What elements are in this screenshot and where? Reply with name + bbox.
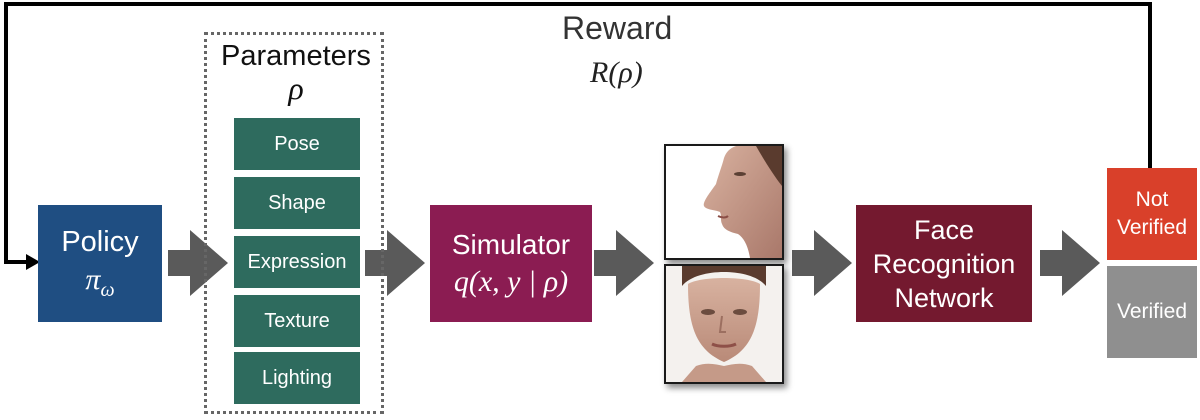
arrow-parameters-to-simulator	[365, 230, 425, 296]
arrow-simulator-to-images	[594, 230, 654, 296]
network-label-line1: Face	[913, 214, 975, 245]
param-lighting: Lighting	[234, 352, 360, 404]
parameters-container	[204, 32, 384, 414]
not-verified-line1: Not	[1135, 188, 1169, 211]
param-shape: Shape	[234, 177, 360, 229]
network-label-line2: Recognition	[872, 248, 1016, 279]
parameters-symbol: ρ	[288, 70, 304, 106]
param-texture: Texture	[234, 295, 360, 347]
parameters-title: Parameters	[221, 40, 371, 72]
arrow-images-to-network	[792, 230, 852, 296]
simulator-formula: q(x, y | ρ)	[453, 264, 569, 298]
policy-formula: πω	[85, 262, 115, 301]
face-recognition-network-box: Face Recognition Network	[856, 205, 1032, 322]
reward-label: Reward	[562, 10, 673, 46]
param-pose: Pose	[234, 118, 360, 170]
face-frontal-image	[664, 264, 784, 384]
face-profile-image	[664, 144, 784, 260]
network-label-line3: Network	[894, 282, 994, 313]
param-expression: Expression	[234, 236, 360, 288]
arrow-network-to-outputs	[1040, 230, 1100, 296]
reward-formula: R(ρ)	[590, 56, 643, 89]
not-verified-box: Not Verified	[1107, 168, 1197, 260]
policy-label: Policy	[61, 225, 139, 258]
simulator-box: Simulator q(x, y | ρ)	[430, 205, 592, 322]
simulator-label: Simulator	[451, 228, 571, 260]
arrow-policy-to-parameters	[168, 230, 228, 296]
not-verified-line2: Verified	[1116, 216, 1188, 239]
policy-box: Policy πω	[38, 205, 162, 322]
verified-box: Verified	[1107, 266, 1197, 358]
verified-label: Verified	[1116, 300, 1188, 323]
